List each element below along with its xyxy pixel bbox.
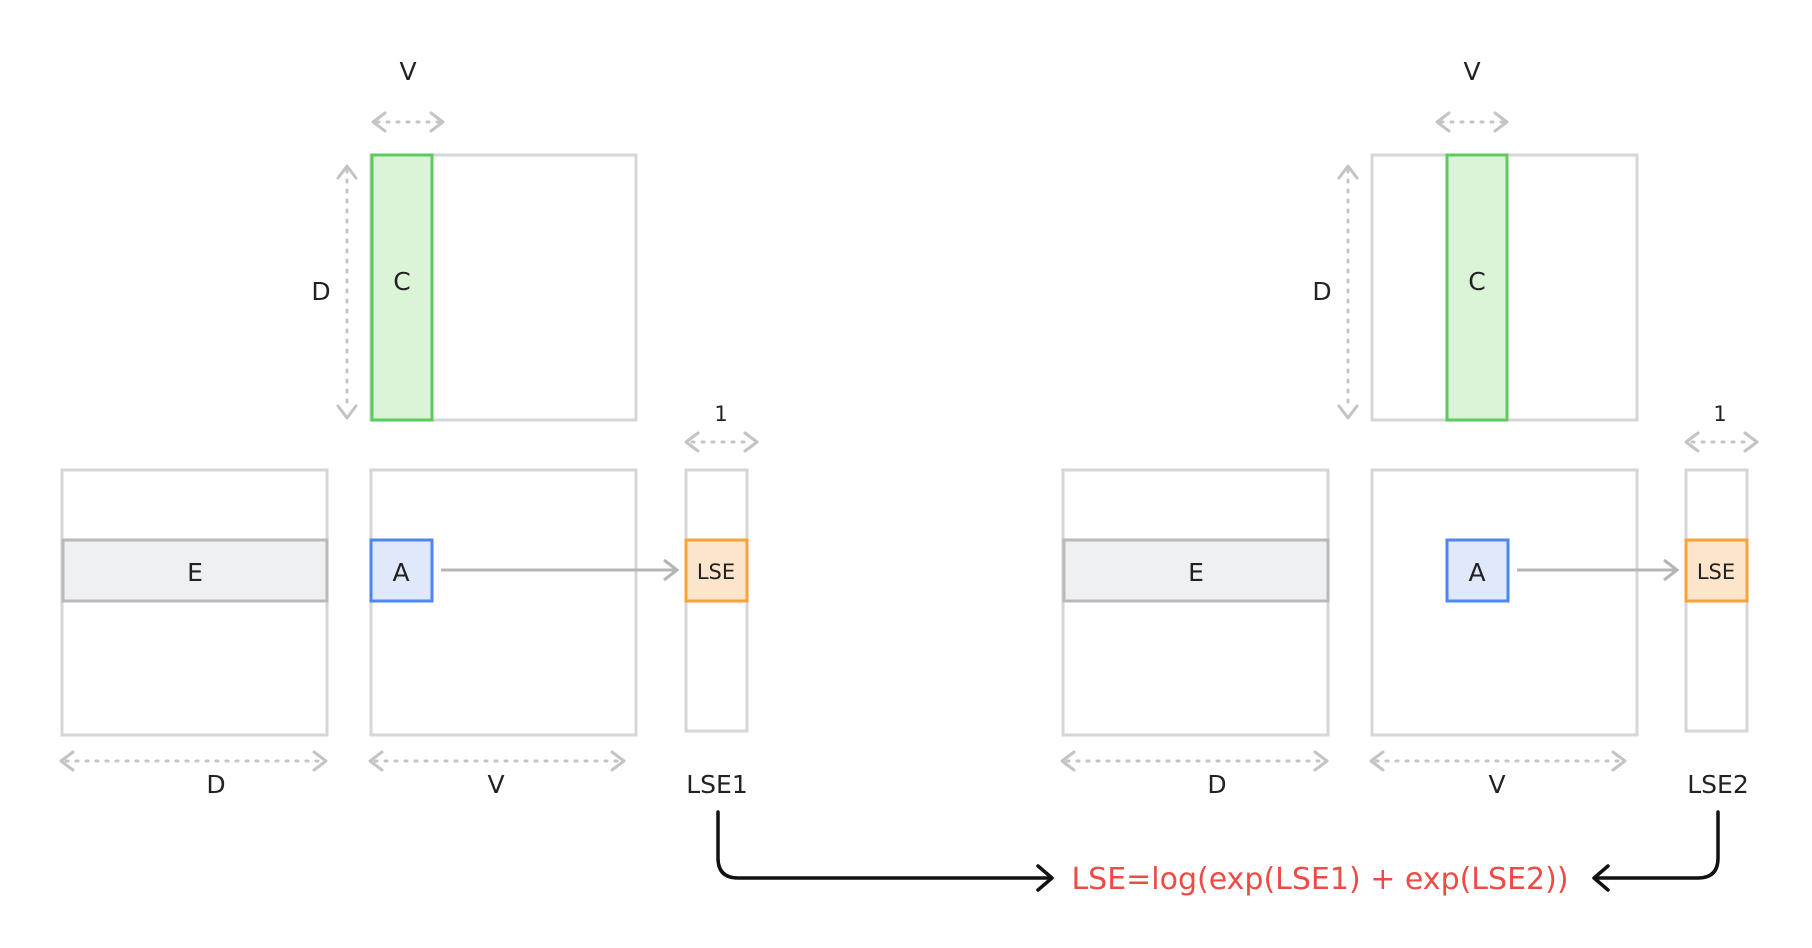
lse-cell-label: LSE [1697, 560, 1735, 584]
e-width-label: D [206, 770, 225, 799]
a-cell-label: A [392, 558, 409, 587]
formula-text: LSE=log(exp(LSE1) + exp(LSE2)) [1071, 862, 1568, 897]
a-width-dimension [1369, 750, 1627, 772]
a-cell [369, 538, 434, 603]
c-column-label: C [393, 267, 410, 296]
merge-arrow-right [1592, 810, 1720, 892]
a-to-lse-arrow [1517, 558, 1680, 582]
c-width-dimension [1435, 111, 1509, 133]
panel-right: C V D E D A V [1060, 57, 1759, 799]
e-width-dimension [59, 750, 328, 772]
c-column [370, 153, 434, 422]
c-height-label: D [1312, 277, 1331, 306]
a-cell [1445, 538, 1510, 603]
lse-caption: LSE1 [686, 770, 748, 799]
c-column [1445, 153, 1509, 422]
lse-width-dimension [1684, 431, 1759, 453]
lse-cell-label: LSE [697, 560, 735, 584]
lse-cell [684, 538, 749, 603]
e-row-label: E [187, 558, 203, 587]
lse-width-label: 1 [714, 402, 727, 426]
e-width-label: D [1207, 770, 1226, 799]
c-width-label: V [1463, 57, 1480, 86]
a-width-dimension [368, 750, 626, 772]
e-row [61, 538, 329, 603]
e-width-dimension [1060, 750, 1329, 772]
a-width-label: V [487, 770, 504, 799]
c-width-label: V [399, 57, 416, 86]
a-width-label: V [1488, 770, 1505, 799]
lse-width-dimension [684, 431, 759, 453]
c-column-label: C [1468, 267, 1485, 296]
panel-left: C V D E D A [59, 57, 759, 799]
lse-caption: LSE2 [1687, 770, 1749, 799]
a-matrix-frame [1370, 468, 1639, 737]
c-height-dimension [336, 164, 358, 420]
c-height-label: D [311, 277, 330, 306]
lse-cell [1684, 538, 1749, 603]
c-width-dimension [371, 111, 445, 133]
c-height-dimension [1337, 164, 1359, 420]
e-row [1062, 538, 1330, 603]
a-cell-label: A [1468, 558, 1485, 587]
e-row-label: E [1188, 558, 1204, 587]
lse-width-label: 1 [1713, 402, 1726, 426]
a-to-lse-arrow [441, 558, 680, 582]
merge-arrow-left [716, 810, 1054, 892]
